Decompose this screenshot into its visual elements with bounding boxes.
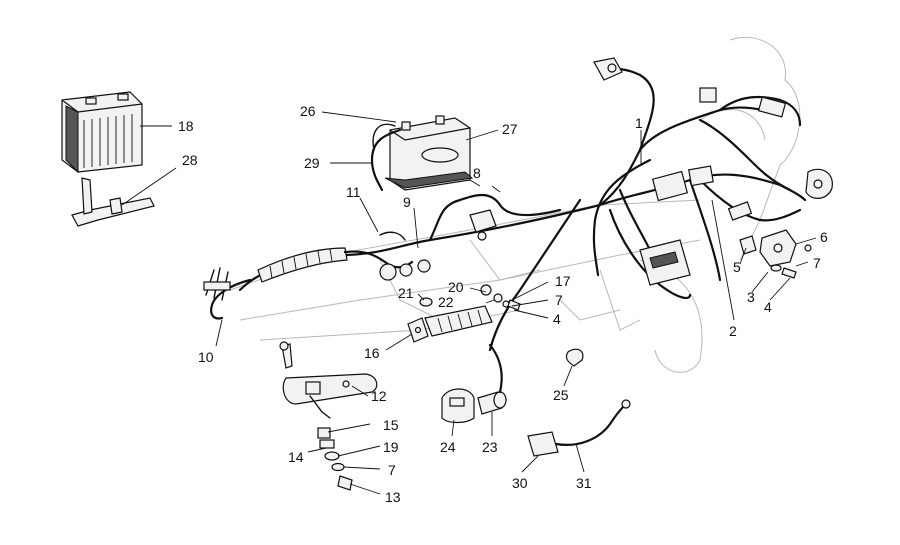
harness-branch-10: [203, 267, 252, 320]
harness-sleeve-11: [257, 231, 414, 283]
callout-labels: 1 2 3 4 4 5 6 7 7 7 8 9 10 11 12 13 14 1…: [178, 103, 828, 505]
callout-5: 5: [733, 259, 741, 275]
callout-29: 29: [304, 155, 320, 171]
bracket-6: [759, 229, 797, 267]
callout-18: 18: [178, 118, 194, 134]
callout-20: 20: [448, 279, 464, 295]
clip-25: [565, 348, 584, 367]
callout-7-center: 7: [555, 292, 563, 308]
relay-block: [639, 87, 787, 286]
fuse-21: [419, 297, 433, 307]
callout-17: 17: [555, 273, 571, 289]
screw-4-right: [781, 267, 797, 279]
connector-8: [469, 209, 497, 241]
switch-24: [441, 388, 475, 424]
cable-31: [554, 404, 626, 446]
callout-30: 30: [512, 475, 528, 491]
hardware-cluster: [480, 284, 521, 311]
callout-8: 8: [473, 165, 481, 181]
callout-3: 3: [747, 289, 755, 305]
callout-6: 6: [820, 229, 828, 245]
callout-21: 21: [398, 285, 414, 301]
callout-11: 11: [346, 184, 361, 200]
callout-31: 31: [576, 475, 592, 491]
callout-19: 19: [383, 439, 399, 455]
callout-1: 1: [635, 115, 643, 131]
battery-cable-29: [370, 128, 402, 192]
plate-12: [279, 341, 378, 419]
callout-2: 2: [729, 323, 737, 339]
callout-7-lower: 7: [388, 462, 396, 478]
sender-23: [477, 343, 507, 415]
bracket-16: [407, 317, 429, 343]
fastener-7-right: [804, 244, 812, 252]
connector-9: [379, 259, 431, 281]
callout-12: 12: [371, 388, 387, 404]
clip-5: [739, 235, 757, 255]
battery-bracket-28: [71, 177, 155, 227]
fuse-box-22: [424, 305, 493, 337]
cable-31-terminal: [621, 399, 631, 409]
callout-10: 10: [198, 349, 214, 365]
connector-top: [593, 57, 623, 81]
callout-4-right: 4: [764, 299, 772, 315]
callout-14: 14: [288, 449, 304, 465]
battery-cable-26: [372, 123, 396, 151]
callout-9: 9: [403, 194, 411, 210]
connector-30: [527, 431, 559, 457]
callout-27: 27: [502, 121, 518, 137]
callout-28: 28: [182, 152, 198, 168]
callout-23: 23: [482, 439, 498, 455]
callout-26: 26: [300, 103, 316, 119]
callout-15: 15: [383, 417, 399, 433]
battery-18: [61, 91, 143, 174]
washer-3: [770, 264, 782, 272]
connector-right: [805, 168, 833, 199]
callout-16: 16: [364, 345, 380, 361]
callout-13: 13: [385, 489, 401, 505]
leader-lines: [121, 111, 817, 495]
hardware-stack: [317, 427, 353, 491]
callout-24: 24: [440, 439, 456, 455]
battery-27: [384, 115, 474, 191]
callout-4-center: 4: [553, 311, 561, 327]
callout-25: 25: [553, 387, 569, 403]
callout-7-right: 7: [813, 255, 821, 271]
callout-22: 22: [438, 294, 454, 310]
